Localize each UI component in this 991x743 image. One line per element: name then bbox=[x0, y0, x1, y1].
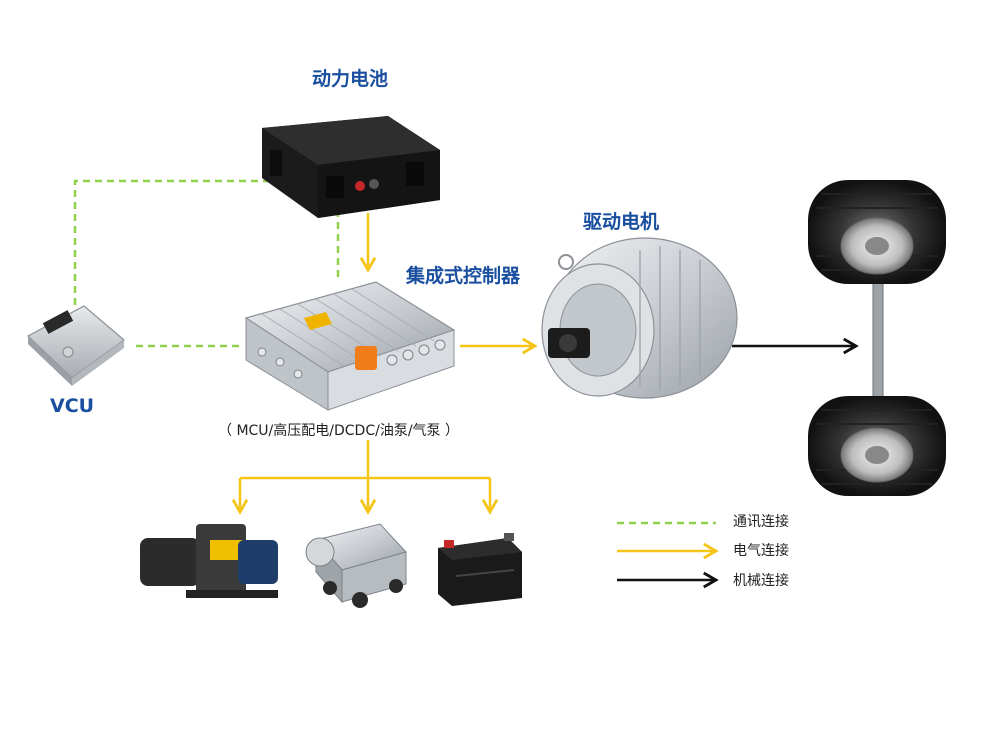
lead-battery-image bbox=[438, 533, 522, 606]
oil-pump-image bbox=[140, 524, 278, 598]
power-battery-image bbox=[262, 116, 440, 218]
legend-label-electric: 电气连接 bbox=[733, 540, 789, 560]
drive-motor-image bbox=[542, 238, 737, 398]
drive-motor-label: 驱动电机 bbox=[583, 207, 659, 234]
integrated-controller-label: 集成式控制器 bbox=[406, 261, 520, 288]
comm-line-vcu-battery bbox=[75, 181, 268, 305]
legend-samples bbox=[617, 523, 716, 580]
power-battery-label: 动力电池 bbox=[312, 64, 388, 91]
wheel-top bbox=[808, 180, 946, 284]
vcu-image bbox=[28, 306, 124, 386]
integrated-controller-image bbox=[246, 282, 454, 410]
axle-wheels-image bbox=[808, 180, 946, 496]
vcu-label: VCU bbox=[50, 395, 94, 417]
controller-sub-label: （ MCU/高压配电/DCDC/油泵/气泵 ） bbox=[218, 420, 459, 440]
wheel-bottom bbox=[808, 396, 946, 496]
legend-label-mechanical: 机械连接 bbox=[733, 570, 789, 590]
legend-label-comm: 通讯连接 bbox=[733, 511, 789, 531]
air-pump-image bbox=[306, 524, 406, 608]
